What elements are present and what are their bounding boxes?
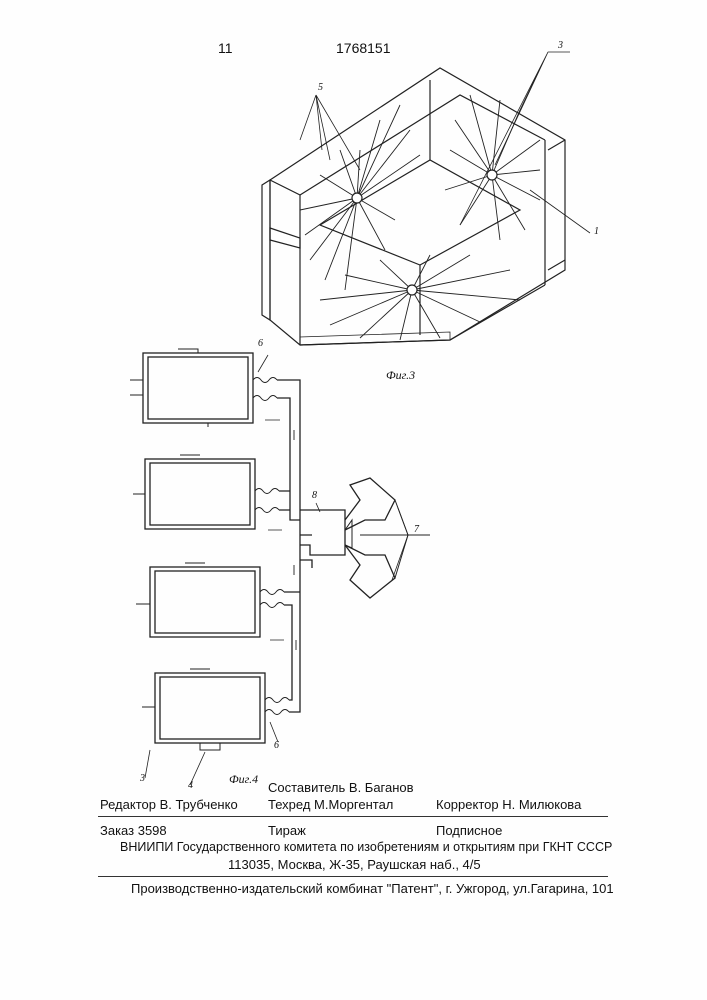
techred: Техред М.Моргентал	[268, 797, 393, 812]
publisher: Производственно-издательский комбинат "П…	[131, 881, 614, 896]
fig4-label-7: 7	[414, 524, 419, 535]
fig4-caption: Фиг.4	[229, 772, 258, 787]
fig4-label-6-bottom: 6	[274, 740, 279, 751]
fig4-label-6-top: 6	[258, 338, 263, 349]
circulation: Тираж	[268, 823, 306, 838]
corrector: Корректор Н. Милюкова	[436, 797, 581, 812]
editor: Редактор В. Трубченко	[100, 797, 238, 812]
fig4-label-3: 3	[140, 773, 145, 784]
fig4-label-4: 4	[188, 780, 193, 791]
figure-4-drawing	[0, 0, 707, 800]
order-number: Заказ 3598	[100, 823, 167, 838]
subscription: Подписное	[436, 823, 502, 838]
address: 113035, Москва, Ж-35, Раушская наб., 4/5	[228, 857, 481, 872]
institute: ВНИИПИ Государственного комитета по изоб…	[120, 840, 612, 855]
compiler: Составитель В. Баганов	[268, 780, 414, 795]
fig4-label-8: 8	[312, 490, 317, 501]
divider-1	[98, 816, 608, 817]
divider-2	[98, 876, 608, 877]
